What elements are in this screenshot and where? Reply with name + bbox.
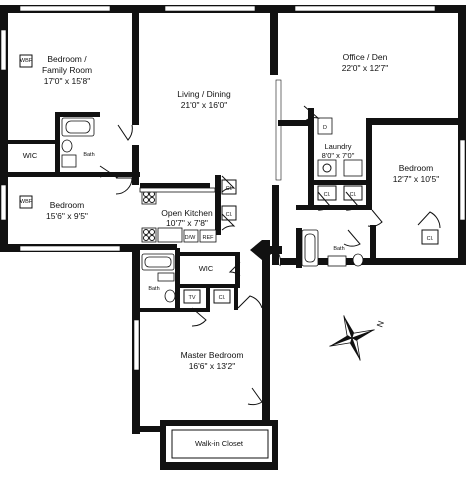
open-kitchen-dims: 10'7" x 7'8": [166, 218, 208, 228]
bath-east-label: Bath: [333, 246, 344, 252]
compass-icon: [329, 315, 375, 361]
bedroom-west-label: Bedroom: [50, 200, 85, 210]
wic-center-label: WIC: [199, 264, 214, 273]
bath-center-label: Bath: [148, 286, 159, 292]
master-bedroom-label: Master Bedroom: [181, 350, 244, 360]
cl-laundry-right-label: Cl.: [350, 192, 357, 198]
compass-north-label: N: [374, 319, 385, 328]
wbf-mid-label: WBF: [20, 199, 33, 205]
tv-label: TV: [188, 295, 195, 301]
dw-label: D/W: [185, 235, 197, 241]
fixtures: [61, 117, 364, 459]
wbf-top-label: WBF: [20, 58, 33, 64]
entry-arrow-icon: [250, 240, 282, 260]
office-den-dims: 22'0" x 12'7": [342, 63, 389, 73]
wic-west-label: WIC: [23, 151, 38, 160]
master-bedroom-dims: 16'6" x 13'2": [189, 361, 236, 371]
laundry-label: Laundry: [324, 142, 351, 151]
interior-walls: [0, 5, 466, 312]
laundry-dims: 8'0" x 7'0": [322, 151, 355, 160]
bedroom-east-dims: 12'7" x 10'5": [393, 174, 440, 184]
office-den-label: Office / Den: [343, 52, 388, 62]
bath-west-label: Bath: [83, 152, 94, 158]
windows: [0, 5, 466, 371]
bedroom-east-label: Bedroom: [399, 163, 434, 173]
cl-kitchen-mid-label: Cl.: [226, 212, 233, 218]
bedroom-west-dims: 15'6" x 9'5": [46, 211, 88, 221]
cl-kitchen-top-label: Cl.: [226, 186, 233, 192]
bedroom-family-room-dims: 17'0" x 15'8": [44, 76, 91, 86]
cl-laundry-left-label: Cl.: [324, 192, 331, 198]
bedroom-family-room-label-2: Family Room: [42, 65, 92, 75]
living-dining-label: Living / Dining: [177, 89, 231, 99]
walk-in-closet-label: Walk-in Closet: [195, 439, 244, 448]
bedroom-family-room-label: Bedroom /: [47, 54, 87, 64]
ref-label: REF: [203, 235, 215, 241]
cl-east-label: Cl.: [427, 236, 434, 242]
cl-center-label: Cl.: [219, 295, 226, 301]
open-kitchen-label: Open Kitchen: [161, 208, 213, 218]
dryer-label: D: [323, 125, 327, 131]
living-dining-dims: 21'0" x 16'0": [181, 100, 228, 110]
